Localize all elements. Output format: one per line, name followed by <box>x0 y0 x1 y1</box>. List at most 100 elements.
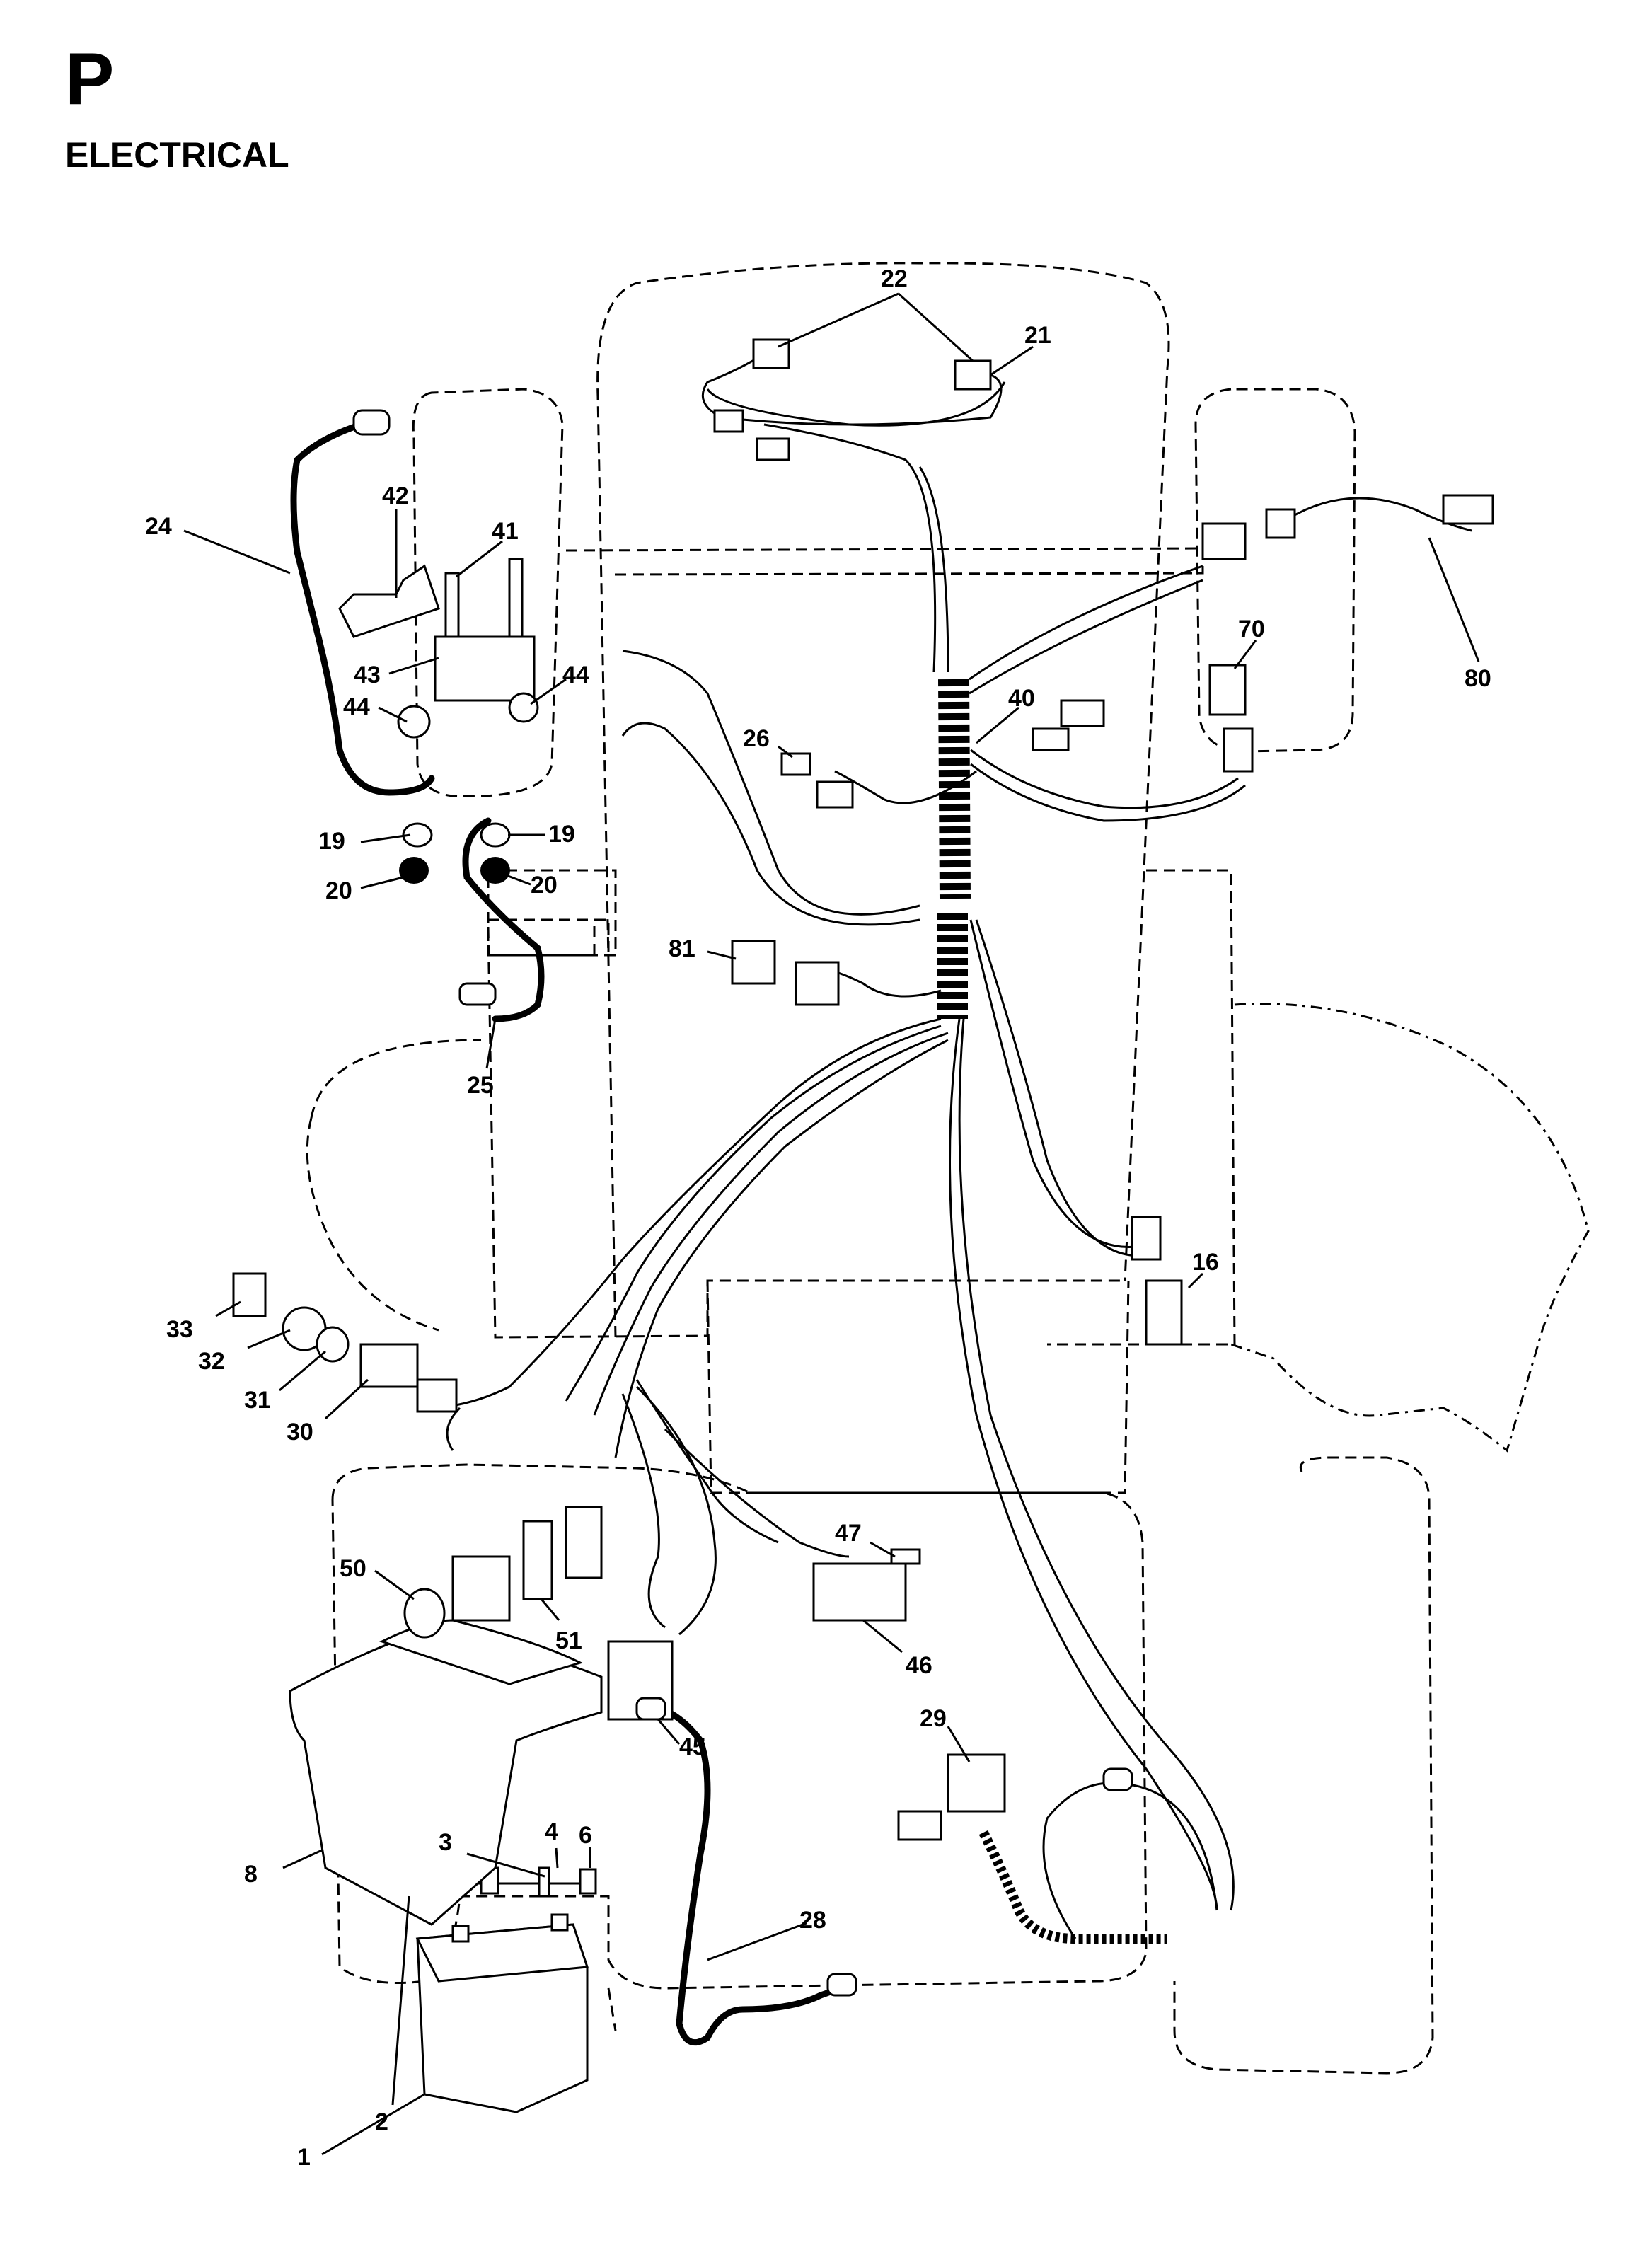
callout-43: 43 <box>354 662 381 688</box>
center-tunnel <box>706 1280 1130 1494</box>
callout-45: 45 <box>679 1733 706 1760</box>
ring-terminal-25 <box>458 982 497 1006</box>
callout-28: 28 <box>799 1907 826 1934</box>
cable-24 <box>290 421 435 796</box>
harness-wire-19 <box>621 1393 666 1629</box>
callout-29: 29 <box>920 1705 947 1732</box>
switch-26a <box>780 752 811 776</box>
callout-33: 33 <box>166 1316 193 1343</box>
callout-80: 80 <box>1465 665 1491 692</box>
harness-conduit <box>937 679 971 1019</box>
callout-44-right: 44 <box>562 662 589 688</box>
bracket-42 <box>338 564 440 638</box>
leader-29 <box>947 1726 971 1762</box>
solenoid-terminal-r <box>508 692 539 723</box>
harness-wire-15 <box>949 1018 1218 1911</box>
leader-80 <box>1428 537 1480 662</box>
switch-16 <box>1145 1279 1183 1346</box>
callout-41: 41 <box>492 518 519 545</box>
washer-4 <box>538 1866 550 1898</box>
connector-harness-top-2 <box>756 437 790 461</box>
callout-30: 30 <box>287 1419 313 1446</box>
seat-outline <box>331 1463 1148 1990</box>
ring-terminal-29 <box>1102 1767 1133 1791</box>
connector-70 <box>1223 727 1254 773</box>
ring-terminal-28-top <box>635 1697 666 1721</box>
section-letter: P <box>65 38 115 120</box>
left-front-wheel <box>412 388 564 797</box>
upper-left-bracket <box>488 918 610 955</box>
dash-panel <box>565 547 1204 576</box>
leader-45 <box>657 1719 681 1745</box>
callout-19-right: 19 <box>548 821 575 848</box>
callout-21: 21 <box>1024 322 1051 349</box>
leader-20a <box>360 876 404 889</box>
connector-40a <box>1060 699 1105 727</box>
nut-6 <box>579 1868 597 1895</box>
hood-outline <box>596 262 1170 1338</box>
harness-wire-5 <box>970 749 1239 809</box>
callout-2: 2 <box>375 2108 388 2135</box>
headlight-wire-1 <box>701 352 1003 426</box>
ignition-key-33 <box>232 1272 267 1317</box>
harness-wire-12 <box>614 1039 949 1458</box>
harness-wire-21 <box>446 1407 461 1451</box>
switch-50-body <box>451 1555 511 1622</box>
harness-wire-3 <box>969 565 1203 681</box>
wiring-harness <box>290 352 1472 2046</box>
callout-22: 22 <box>881 265 908 292</box>
mid-frame-right <box>1047 869 1236 1346</box>
leader-70 <box>1233 640 1257 669</box>
callout-19-left: 19 <box>318 828 345 855</box>
leader-51 <box>540 1598 560 1621</box>
relay-socket-81 <box>795 961 840 1006</box>
leader-33 <box>215 1300 241 1317</box>
switch-26b <box>816 780 854 809</box>
ignition-switch-30 <box>359 1343 419 1388</box>
harness-wire-2 <box>918 466 949 673</box>
section-title: ELECTRICAL <box>65 135 289 175</box>
callout-31: 31 <box>244 1387 271 1414</box>
relay-81 <box>731 940 776 985</box>
ring-terminal-28-bot <box>826 1973 857 1997</box>
wire-29-lead <box>1042 1782 1218 1939</box>
leader-21 <box>990 345 1034 376</box>
harness-wire-4 <box>969 579 1203 695</box>
nut-20-right <box>480 857 510 884</box>
bolt-41b <box>508 558 524 638</box>
callout-40: 40 <box>1008 685 1035 712</box>
leader-4 <box>555 1847 559 1869</box>
connector-16 <box>1131 1216 1162 1261</box>
harness-wire-14 <box>975 919 1161 1257</box>
cable-28 <box>647 1702 853 2046</box>
fuse-holder-70 <box>1208 664 1247 716</box>
leader-28 <box>707 1922 807 1961</box>
solenoid-terminal-l <box>397 705 431 739</box>
leader-22b <box>897 292 974 362</box>
harness-wire-6 <box>970 763 1246 822</box>
callout-51: 51 <box>555 1627 582 1654</box>
solenoid-43 <box>434 635 536 702</box>
leader-20b <box>507 875 531 886</box>
connector-29 <box>897 1810 942 1841</box>
callout-42: 42 <box>382 483 409 509</box>
callout-8: 8 <box>244 1861 258 1888</box>
connector-80b <box>1265 508 1296 539</box>
right-rear-wheel <box>1173 1456 1434 2075</box>
callout-labels: 1 2 3 4 6 8 16 19 19 20 20 21 22 24 25 2… <box>145 265 1491 2171</box>
leader-3 <box>466 1852 545 1878</box>
ring-terminal-24 <box>352 409 391 436</box>
right-rear-fender <box>1230 1003 1590 1453</box>
leader-44b <box>530 678 567 705</box>
plate-51 <box>522 1520 553 1600</box>
callout-81: 81 <box>669 935 695 962</box>
connector-80a <box>1201 522 1247 560</box>
headlight-wire-2 <box>706 381 1006 427</box>
harness-wire-10 <box>565 1025 942 1402</box>
battery-tray <box>289 1626 603 1926</box>
leader-24 <box>183 529 291 575</box>
connector-40b <box>1032 727 1070 751</box>
callout-32: 32 <box>198 1348 225 1375</box>
callout-70: 70 <box>1238 616 1265 642</box>
harness-wire-22 <box>834 770 977 804</box>
